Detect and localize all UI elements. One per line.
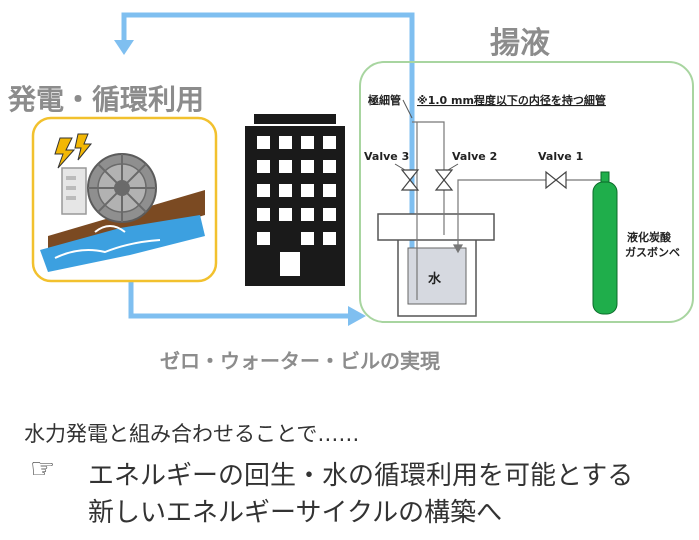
pointing-hand-icon: ☞ [30, 452, 56, 485]
building-icon [245, 114, 345, 286]
valve-1 [545, 170, 567, 190]
water-label: 水 [428, 271, 442, 287]
system-diagram: 極細管 ※1.0 mm程度以下の内径を持つ細管 Valve 3 Valve 2 … [31, 12, 694, 326]
capillary-note: ※1.0 mm程度以下の内径を持つ細管 [417, 93, 606, 107]
valve-leaders [394, 99, 459, 171]
gas-cylinder-label-1: 液化炭酸 [627, 230, 672, 244]
return-flow-arrow [114, 12, 415, 282]
summary-line-2: 新しいエネルギーサイクルの構築へ [88, 498, 503, 528]
capillary-label: 極細管 [367, 93, 401, 107]
summary-line-1: エネルギーの回生・水の循環利用を可能とする [88, 461, 634, 491]
supply-flow-arrow [128, 282, 366, 326]
valve-3-label: Valve 3 [364, 150, 409, 163]
water-wheel-illustration [40, 133, 205, 272]
gas-cylinder-label-2: ガスボンベ [625, 245, 680, 259]
valve-1-label: Valve 1 [538, 150, 583, 163]
intro-line: 水力発電と組み合わせることで…… [24, 422, 360, 446]
pressure-vessel [377, 213, 495, 317]
power-title: 発電・循環利用 [8, 83, 205, 116]
valve-2 [434, 169, 454, 191]
building-caption: ゼロ・ウォーター・ビルの実現 [160, 349, 440, 373]
tubing [412, 121, 604, 300]
valve-3 [400, 169, 420, 191]
pumping-title: 揚液 [490, 26, 550, 61]
gas-cylinder [592, 171, 618, 315]
pumping-panel [359, 61, 694, 323]
valve-2-label: Valve 2 [452, 150, 497, 163]
